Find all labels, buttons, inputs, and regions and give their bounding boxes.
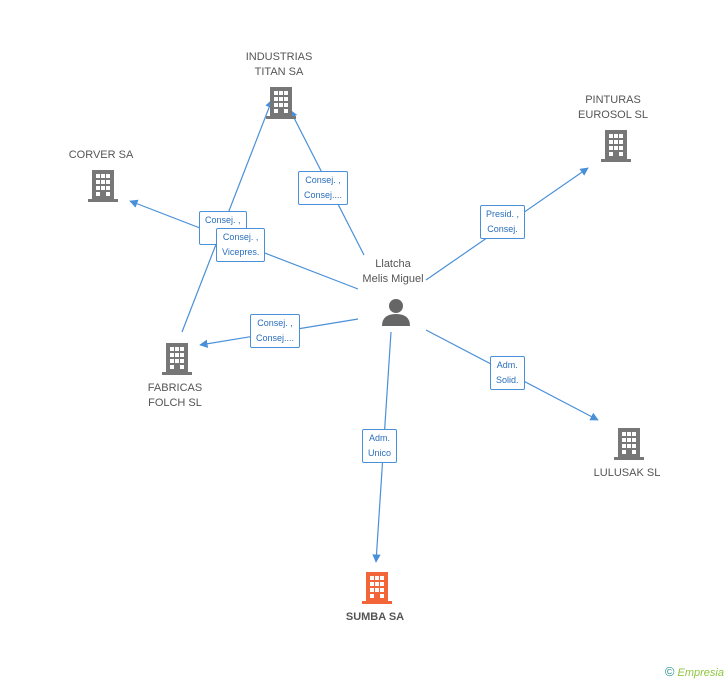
pinturas-building-icon[interactable] bbox=[601, 130, 631, 162]
corver-building-icon[interactable] bbox=[88, 170, 118, 202]
relation-label-lulusak[interactable]: Adm. Solid. bbox=[490, 356, 525, 390]
company-label-lulusak[interactable]: LULUSAK SL bbox=[593, 467, 661, 479]
relation-label-fabricas[interactable]: Consej. , Consej.... bbox=[250, 314, 301, 348]
sumba-building-icon[interactable] bbox=[362, 572, 392, 604]
person-label[interactable]: Llatcha Melis Miguel bbox=[362, 258, 424, 285]
company-label-corver[interactable]: CORVER SA bbox=[68, 149, 134, 161]
fabricas-building-icon[interactable] bbox=[162, 343, 192, 375]
copyright-icon: © bbox=[664, 664, 675, 679]
relation-label-fabricas-industrias[interactable]: Consej. , Vicepres. bbox=[216, 228, 266, 262]
footer-brand[interactable]: © Empresia bbox=[665, 664, 724, 679]
industrias-building-icon[interactable] bbox=[266, 87, 296, 119]
company-label-sumba[interactable]: SUMBA SA bbox=[345, 611, 405, 623]
lulusak-building-icon[interactable] bbox=[614, 428, 644, 460]
company-label-industrias[interactable]: INDUSTRIAS TITAN SA bbox=[245, 51, 313, 78]
relation-label-sumba[interactable]: Adm. Unico bbox=[362, 429, 398, 463]
relation-label-pinturas[interactable]: Presid. , Consej. bbox=[480, 205, 526, 239]
brand-logo: Empresia bbox=[677, 667, 724, 679]
relation-label-industrias[interactable]: Consej. , Consej.... bbox=[298, 171, 349, 205]
company-label-fabricas[interactable]: FABRICAS FOLCH SL bbox=[147, 382, 203, 409]
person-icon[interactable] bbox=[382, 299, 410, 326]
company-label-pinturas[interactable]: PINTURAS EUROSOL SL bbox=[578, 94, 648, 121]
